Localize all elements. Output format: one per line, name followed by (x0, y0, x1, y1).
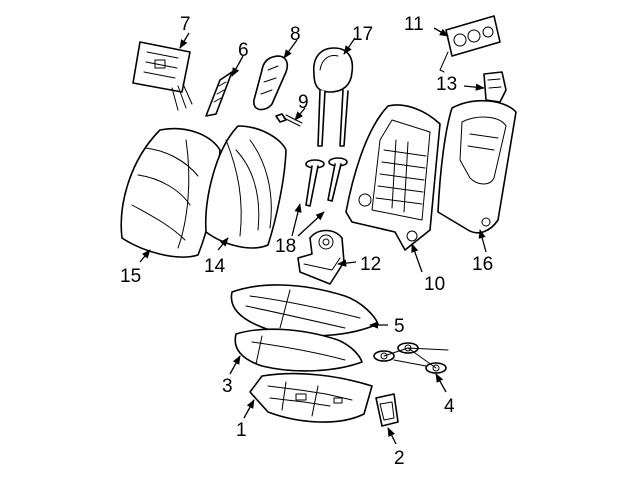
part-16-rear-panel (437, 99, 517, 234)
callout-8: 8 (290, 24, 301, 45)
part-8-airbag (253, 55, 289, 111)
part-5-cushion-cover (230, 284, 379, 337)
callout-labels: 7 6 8 9 17 11 13 15 14 18 12 10 16 5 3 4… (120, 14, 493, 469)
callout-15: 15 (120, 266, 141, 287)
part-18-guides (305, 157, 348, 207)
callout-12: 12 (360, 254, 381, 275)
callout-1: 1 (236, 420, 247, 441)
part-4-bushings (373, 342, 449, 374)
part-13-connector (483, 71, 507, 103)
callout-11: 11 (404, 14, 424, 35)
part-7-module (132, 41, 193, 111)
part-6-bracket (205, 71, 233, 117)
callout-4: 4 (444, 396, 455, 417)
callout-2: 2 (394, 448, 405, 469)
callout-5: 5 (394, 316, 405, 337)
leader-lines (139, 27, 487, 445)
part-10-back-frame (345, 104, 441, 251)
part-17-headrest (312, 47, 354, 147)
callout-16: 16 (472, 254, 493, 275)
callout-7: 7 (180, 14, 191, 35)
callout-9: 9 (298, 92, 309, 113)
callout-3: 3 (222, 376, 233, 397)
callout-10: 10 (424, 274, 445, 295)
callout-13: 13 (436, 74, 457, 95)
part-11-module (439, 15, 501, 73)
part-3-cushion-pad (234, 328, 363, 372)
callout-17: 17 (352, 24, 373, 45)
part-2-clip (375, 393, 399, 427)
part-15-back-cover (120, 127, 221, 258)
callout-14: 14 (204, 256, 226, 277)
part-12-recliner (297, 229, 345, 285)
callout-18: 18 (275, 236, 296, 257)
part-9-bolt (275, 113, 303, 127)
part-1-seat-pan (249, 372, 373, 423)
part-14-back-pad (204, 125, 287, 249)
callout-6: 6 (238, 40, 249, 61)
